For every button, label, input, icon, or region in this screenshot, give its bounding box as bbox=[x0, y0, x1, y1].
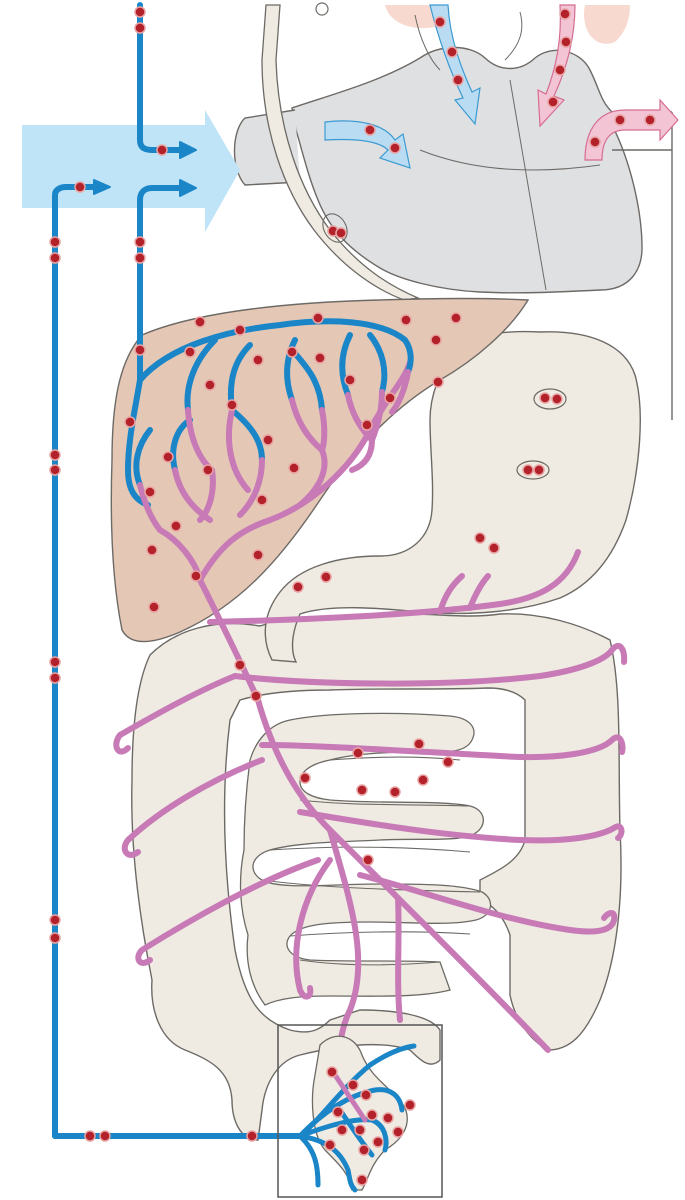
blood-cell-icon bbox=[475, 533, 485, 543]
blood-cell-icon bbox=[50, 673, 60, 683]
blood-cell-icon bbox=[561, 37, 571, 47]
blood-cell-icon bbox=[357, 1175, 367, 1185]
blood-cell-icon bbox=[435, 17, 445, 27]
lung-tissue bbox=[584, 5, 630, 44]
blood-cell-icon bbox=[385, 393, 395, 403]
blood-cell-icon bbox=[253, 550, 263, 560]
blood-cell-icon bbox=[157, 145, 167, 155]
blood-cell-icon bbox=[313, 313, 323, 323]
blood-cell-icon bbox=[293, 582, 303, 592]
blood-cell-icon bbox=[363, 855, 373, 865]
blood-cell-icon bbox=[147, 545, 157, 555]
blood-cell-icon bbox=[247, 1131, 257, 1141]
blood-cell-icon bbox=[50, 450, 60, 460]
blood-cell-icon bbox=[383, 1113, 393, 1123]
blood-cell-icon bbox=[355, 1125, 365, 1135]
blood-cell-icon bbox=[75, 182, 85, 192]
blood-cell-icon bbox=[85, 1131, 95, 1141]
blood-cell-icon bbox=[135, 23, 145, 33]
blood-cell-icon bbox=[235, 325, 245, 335]
blood-cell-icon bbox=[315, 353, 325, 363]
blood-cell-icon bbox=[540, 393, 550, 403]
blood-cell-icon bbox=[353, 748, 363, 758]
blood-cell-icon bbox=[263, 435, 273, 445]
blood-cell-icon bbox=[489, 543, 499, 553]
inferior-rectal-return bbox=[55, 187, 98, 1136]
blood-cell-icon bbox=[523, 465, 533, 475]
blood-cell-icon bbox=[333, 1107, 343, 1117]
blood-cell-icon bbox=[418, 775, 428, 785]
blood-cell-icon bbox=[431, 335, 441, 345]
blood-cell-icon bbox=[125, 417, 135, 427]
blood-cell-icon bbox=[227, 400, 237, 410]
blood-cell-icon bbox=[337, 1125, 347, 1135]
blood-cell-icon bbox=[555, 65, 565, 75]
blood-cell-icon bbox=[100, 1131, 110, 1141]
colic-branch bbox=[398, 898, 400, 1020]
blood-cell-icon bbox=[443, 757, 453, 767]
blood-cell-icon bbox=[191, 571, 201, 581]
blood-cell-icon bbox=[451, 313, 461, 323]
blood-cell-icon bbox=[433, 377, 443, 387]
blood-cell-icon bbox=[235, 660, 245, 670]
blood-cell-icon bbox=[50, 915, 60, 925]
blood-cell-icon bbox=[50, 465, 60, 475]
blood-cell-icon bbox=[367, 1110, 377, 1120]
blood-cell-icon bbox=[171, 521, 181, 531]
blood-cell-icon bbox=[50, 657, 60, 667]
blood-cell-icon bbox=[414, 739, 424, 749]
blood-cell-icon bbox=[135, 253, 145, 263]
blood-cell-icon bbox=[560, 9, 570, 19]
blood-cell-icon bbox=[149, 602, 159, 612]
blood-cell-icon bbox=[393, 1127, 403, 1137]
blood-cell-icon bbox=[300, 773, 310, 783]
blood-cell-icon bbox=[548, 97, 558, 107]
blood-cell-icon bbox=[135, 7, 145, 17]
blood-cell-icon bbox=[362, 420, 372, 430]
blood-cell-icon bbox=[50, 933, 60, 943]
blood-cell-icon bbox=[345, 375, 355, 385]
blood-cell-icon bbox=[325, 1140, 335, 1150]
blood-cell-icon bbox=[357, 785, 367, 795]
blood-cell-icon bbox=[251, 691, 261, 701]
blood-cell-icon bbox=[645, 115, 655, 125]
sinusoid-loop bbox=[322, 410, 324, 450]
blood-cell-icon bbox=[327, 1067, 337, 1077]
blood-cell-icon bbox=[359, 1145, 369, 1155]
blood-cell-icon bbox=[257, 495, 267, 505]
blood-cell-icon bbox=[405, 1100, 415, 1110]
blood-cell-icon bbox=[135, 237, 145, 247]
blood-cell-icon bbox=[615, 115, 625, 125]
blood-cell-icon bbox=[373, 1137, 383, 1147]
blood-cell-icon bbox=[447, 47, 457, 57]
blood-cell-icon bbox=[253, 355, 263, 365]
blood-cell-icon bbox=[534, 465, 544, 475]
blood-cell-icon bbox=[390, 143, 400, 153]
blood-cell-icon bbox=[390, 787, 400, 797]
blood-cell-icon bbox=[590, 137, 600, 147]
blood-cell-icon bbox=[365, 125, 375, 135]
blood-cell-icon bbox=[453, 75, 463, 85]
blood-cell-icon bbox=[195, 317, 205, 327]
blood-cell-icon bbox=[135, 345, 145, 355]
rectal-vein bbox=[300, 1136, 318, 1185]
blood-cell-icon bbox=[50, 237, 60, 247]
blood-cell-icon bbox=[145, 487, 155, 497]
blood-cell-icon bbox=[163, 452, 173, 462]
blood-cell-icon bbox=[205, 380, 215, 390]
blood-cell-icon bbox=[361, 1090, 371, 1100]
blood-cell-icon bbox=[552, 394, 562, 404]
blood-cell-icon bbox=[185, 347, 195, 357]
blood-cell-icon bbox=[321, 572, 331, 582]
blood-cell-icon bbox=[203, 465, 213, 475]
blood-cell-icon bbox=[348, 1080, 358, 1090]
blood-cell-icon bbox=[287, 347, 297, 357]
blood-cell-icon bbox=[401, 315, 411, 325]
blood-cell-icon bbox=[289, 463, 299, 473]
blood-cell-icon bbox=[336, 228, 346, 238]
blood-cell-icon bbox=[50, 253, 60, 263]
esophagus-top-ring bbox=[316, 3, 328, 15]
